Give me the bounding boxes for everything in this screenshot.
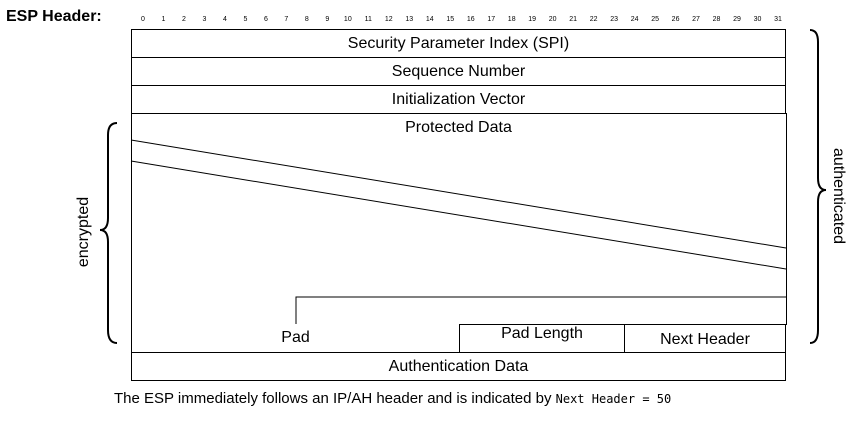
bit-label: 5 bbox=[243, 16, 248, 23]
bit-label: 31 bbox=[774, 16, 782, 23]
bit-label: 20 bbox=[548, 16, 557, 23]
pad-field: Pad bbox=[131, 324, 460, 353]
bit-label: 7 bbox=[284, 16, 289, 23]
encrypted-label: encrypted bbox=[75, 196, 93, 268]
bit-label: 12 bbox=[384, 16, 393, 23]
bit-label: 26 bbox=[671, 16, 680, 23]
break-line-upper bbox=[130, 139, 787, 249]
break-gap bbox=[132, 141, 785, 268]
bit-label: 9 bbox=[325, 16, 330, 23]
bit-label: 25 bbox=[651, 16, 659, 23]
next-header-label: Next Header bbox=[660, 331, 750, 348]
bit-label: 2 bbox=[182, 16, 186, 23]
bit-label: 24 bbox=[630, 16, 639, 23]
encrypted-brace bbox=[99, 122, 118, 344]
bit-label: 8 bbox=[304, 16, 309, 23]
bit-label: 11 bbox=[364, 16, 372, 23]
caption-code: Next Header = 50 bbox=[555, 392, 672, 406]
authenticated-label: authenticated bbox=[830, 147, 848, 245]
break-line-lower bbox=[130, 160, 787, 270]
protected-data-label-cell: Protected Data bbox=[131, 113, 786, 141]
bit-label: 21 bbox=[569, 16, 578, 23]
protected-data-label: Protected Data bbox=[405, 119, 512, 136]
bit-label: 4 bbox=[222, 16, 227, 23]
initialization-vector-label: Initialization Vector bbox=[391, 91, 526, 108]
bit-label: 13 bbox=[405, 16, 414, 23]
sequence-number-label: Sequence Number bbox=[391, 63, 526, 80]
caption: The ESP immediately follows an IP/AH hea… bbox=[114, 390, 671, 407]
bit-label: 0 bbox=[141, 16, 145, 23]
bit-label: 6 bbox=[263, 16, 268, 23]
bit-label: 27 bbox=[692, 16, 700, 23]
bit-label: 30 bbox=[753, 16, 762, 23]
spi-label: Security Parameter Index (SPI) bbox=[347, 35, 570, 52]
bit-label: 23 bbox=[610, 16, 619, 23]
bit-label: 17 bbox=[487, 16, 496, 23]
bit-label: 3 bbox=[202, 16, 207, 23]
pad-label: Pad bbox=[281, 329, 310, 346]
bit-label: 19 bbox=[528, 16, 537, 23]
bit-label: 10 bbox=[343, 16, 352, 23]
diagram-title: ESP Header: bbox=[6, 8, 102, 25]
authenticated-brace bbox=[809, 29, 827, 344]
bit-label: 1 bbox=[161, 16, 166, 23]
bit-label: 16 bbox=[466, 16, 475, 23]
next-header-field: Next Header bbox=[624, 324, 786, 353]
bit-label: 14 bbox=[425, 16, 434, 23]
bit-label: 29 bbox=[733, 16, 741, 23]
bit-label: 22 bbox=[589, 16, 598, 23]
caption-text: The ESP immediately follows an IP/AH hea… bbox=[114, 390, 556, 407]
pad-length-field: Pad Length bbox=[459, 324, 625, 353]
pad-step-line bbox=[131, 296, 786, 326]
bit-label: 18 bbox=[507, 16, 516, 23]
authentication-data-field: Authentication Data bbox=[131, 352, 786, 381]
pad-length-label: Pad Length bbox=[501, 325, 583, 342]
authentication-data-label: Authentication Data bbox=[388, 358, 529, 375]
bit-label: 28 bbox=[712, 16, 721, 23]
bit-label: 15 bbox=[446, 16, 455, 23]
